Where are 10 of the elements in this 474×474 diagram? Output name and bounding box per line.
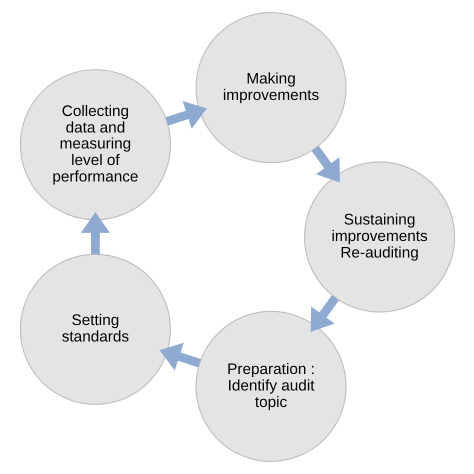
arrow xyxy=(159,342,200,370)
arrow xyxy=(80,212,110,254)
node-circle: Making improvements xyxy=(194,12,346,164)
arrow xyxy=(310,295,338,332)
node-circle: Sustaining improvements Re-auditing xyxy=(304,161,455,313)
arrow xyxy=(311,146,340,182)
arrow xyxy=(165,101,206,129)
node-circle: Setting standards xyxy=(19,254,170,405)
node-circle: Preparation : Identify audit topic xyxy=(194,310,346,462)
node-circle: Collecting data and measuring level of performance xyxy=(19,69,170,220)
